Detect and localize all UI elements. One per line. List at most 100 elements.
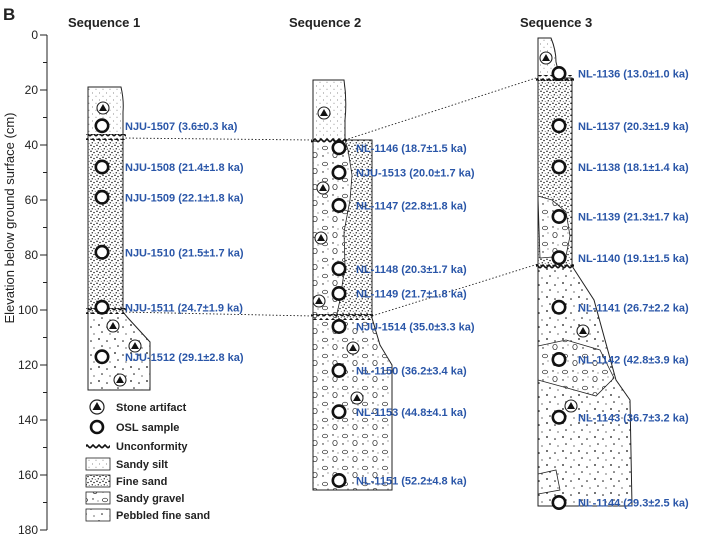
stone-artifact-icon — [576, 324, 590, 338]
correlation-lines — [121, 77, 539, 317]
seq3-unconformity-lower — [536, 263, 574, 269]
seq3-outline — [537, 37, 633, 507]
osl-sample-label: NL-1137 (20.3±1.9 ka) — [578, 121, 689, 133]
correlation-line-lower-2-3 — [371, 263, 539, 317]
legend-label-sandy-gravel: Sandy gravel — [116, 493, 184, 505]
seq1-outline — [87, 86, 151, 391]
legend-label-unconformity: Unconformity — [116, 441, 188, 453]
y-tick-label: 0 — [31, 28, 38, 42]
osl-sample-marker — [331, 140, 347, 156]
stone-artifact-icon — [350, 391, 364, 405]
osl-sample-label: NL-1150 (36.2±3.4 ka) — [356, 366, 467, 378]
seq1-unconformity-upper — [86, 134, 126, 140]
y-tick-label: 180 — [18, 523, 38, 537]
unconformity-icon — [86, 443, 110, 449]
y-tick-label: 100 — [18, 303, 38, 317]
osl-sample-label: NL-1138 (18.1±1.4 ka) — [578, 162, 689, 174]
osl-sample-label: NL-1146 (18.7±1.5 ka) — [356, 143, 467, 155]
stone-artifact-icon-triangle — [92, 402, 102, 410]
stone-artifact-icon — [106, 319, 120, 333]
osl-sample-marker — [331, 318, 347, 334]
stone-artifact-icon — [312, 294, 326, 308]
legend-label-osl-sample: OSL sample — [116, 422, 179, 434]
osl-sample-label: NL-1141 (26.7±2.2 ka) — [578, 302, 689, 314]
legend-fine-sand: Fine sand — [85, 474, 167, 488]
y-axis-ticks: 0 20 40 60 80 100 120 140 160 180 — [18, 28, 47, 537]
y-tick-label: 140 — [18, 413, 38, 427]
fine-sand-swatch — [85, 474, 111, 488]
sequence-1-title: Sequence 1 — [68, 15, 140, 30]
y-axis-label: Elevation below ground surface (cm) — [2, 113, 17, 324]
correlation-line-lower-1-2 — [121, 311, 313, 317]
legend-label-pebbled-fine-sand: Pebbled fine sand — [116, 510, 210, 522]
osl-sample-label: NL-1149 (21.7±1.8 ka) — [356, 289, 467, 301]
osl-sample-label: NL-1144 (29.3±2.5 ka) — [578, 498, 689, 510]
seq2-fine-sand-layer — [336, 140, 372, 318]
osl-sample-label: NJU-1513 (20.0±1.7 ka) — [356, 168, 475, 180]
osl-sample-label: NL-1140 (19.1±1.5 ka) — [578, 253, 689, 265]
osl-sample-label: NJU-1514 (35.0±3.3 ka) — [356, 322, 475, 334]
osl-sample-marker — [551, 66, 567, 82]
osl-sample-label: NJU-1507 (3.6±0.3 ka) — [125, 121, 238, 133]
osl-sample-marker — [94, 244, 110, 260]
osl-sample-icon — [89, 419, 105, 435]
osl-sample-label: NL-1153 (44.8±4.1 ka) — [356, 407, 467, 419]
stone-artifact-icon — [316, 181, 330, 195]
legend-sandy-silt: Sandy silt — [85, 457, 168, 471]
correlation-line-upper-2-3 — [344, 77, 537, 141]
osl-sample-marker — [551, 299, 567, 315]
osl-sample-marker — [551, 209, 567, 225]
y-axis: 0 20 40 60 80 100 120 140 160 180 Elevation below… — [2, 28, 48, 537]
stone-artifact-icon — [564, 399, 578, 413]
stone-artifact-icon — [128, 339, 142, 353]
stone-artifacts — [96, 51, 590, 413]
osl-sample-marker — [331, 198, 347, 214]
osl-sample-marker — [551, 250, 567, 266]
sandy-silt-swatch — [85, 457, 111, 471]
y-tick-label: 80 — [25, 248, 39, 262]
osl-sample-marker — [94, 118, 110, 134]
y-tick-label: 20 — [25, 83, 39, 97]
osl-sample-marker — [94, 299, 110, 315]
y-tick-label: 40 — [25, 138, 39, 152]
seq2-unconformity-upper — [311, 137, 347, 143]
legend-label-fine-sand: Fine sand — [116, 476, 167, 488]
legend-label-sandy-silt: Sandy silt — [116, 459, 168, 471]
osl-sample-marker — [551, 159, 567, 175]
osl-samples: NJU-1507 (3.6±0.3 ka) NJU-1508 (21.4±1.8 … — [94, 66, 689, 510]
osl-sample-label: NL-1136 (13.0±1.0 ka) — [578, 69, 689, 81]
y-tick-label: 120 — [18, 358, 38, 372]
correlation-line-upper-1-2 — [121, 137, 313, 141]
seq2-lower-sandy-gravel-layer — [313, 318, 392, 490]
seq3-base-lens — [537, 469, 561, 495]
sequence-2-title: Sequence 2 — [289, 15, 361, 30]
osl-sample-marker — [331, 362, 347, 378]
legend-osl-sample: OSL sample — [89, 419, 179, 435]
osl-sample-label: NL-1147 (22.8±1.8 ka) — [356, 201, 467, 213]
legend-sandy-gravel: Sandy gravel — [85, 491, 184, 505]
osl-sample-label: NJU-1512 (29.1±2.8 ka) — [125, 352, 244, 364]
y-tick-label: 160 — [18, 468, 38, 482]
osl-sample-label: NJU-1510 (21.5±1.7 ka) — [125, 247, 244, 259]
osl-sample-marker — [331, 261, 347, 277]
osl-sample-marker — [331, 285, 347, 301]
y-tick-label: 60 — [25, 193, 39, 207]
sandy-gravel-swatch — [85, 491, 111, 505]
osl-sample-marker — [551, 118, 567, 134]
osl-sample-label: NJU-1511 (24.7±1.9 ka) — [125, 302, 243, 314]
sequence-2-column — [311, 79, 393, 491]
legend-pebbled-fine-sand: Pebbled fine sand — [85, 508, 210, 522]
stone-artifact-icon — [314, 231, 328, 245]
sequence-3-title: Sequence 3 — [520, 15, 592, 30]
legend: Stone artifact OSL sample Unconformity S… — [85, 399, 210, 522]
osl-sample-marker — [551, 351, 567, 367]
stone-artifact-icon — [539, 51, 553, 65]
pebbled-fine-sand-swatch — [85, 508, 111, 522]
osl-sample-label: NJU-1508 (21.4±1.8 ka) — [125, 162, 244, 174]
osl-sample-label: NJU-1509 (22.1±1.8 ka) — [125, 192, 244, 204]
stone-artifact-icon — [96, 101, 110, 115]
stone-artifact-icon — [317, 106, 331, 120]
osl-sample-label: NL-1151 (52.2±4.8 ka) — [356, 476, 467, 488]
osl-sample-marker — [94, 349, 110, 365]
